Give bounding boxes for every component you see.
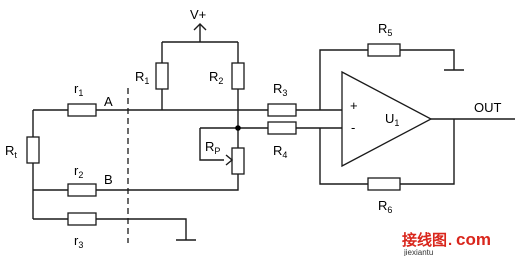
label-RP: RP — [205, 139, 220, 156]
resistor-R5 — [367, 43, 401, 57]
r5-right-lead — [400, 49, 455, 70]
resistor-r2-line — [67, 183, 97, 197]
label-r2-line: r2 — [74, 163, 83, 180]
label-r1-line: r1 — [74, 81, 83, 98]
rp-wiper-arrow — [225, 154, 234, 166]
resistor-R3 — [267, 103, 297, 117]
resistor-R6 — [367, 177, 401, 191]
label-output: OUT — [474, 100, 502, 115]
label-node-a: A — [104, 94, 113, 109]
potentiometer-RP — [231, 147, 245, 175]
watermark-site-dot: . — [448, 232, 452, 249]
label-rt: Rt — [5, 143, 17, 160]
resistor-r3-line — [67, 212, 97, 226]
watermark-logo: 接线图 . com jiexiantu — [402, 230, 491, 256]
rp-wiper-loop — [199, 128, 224, 161]
watermark-site-cn: 接线图 — [402, 231, 447, 249]
wires — [32, 24, 515, 240]
resistor-R1 — [155, 62, 169, 90]
label-R4: R4 — [273, 143, 287, 160]
r6-left-lead — [319, 128, 368, 185]
resistor-R2 — [231, 62, 245, 90]
label-minus-input: - — [351, 120, 355, 135]
label-R5: R5 — [378, 21, 392, 38]
label-node-b: B — [104, 172, 113, 187]
label-R2: R2 — [209, 69, 223, 86]
line-b-right — [96, 174, 239, 191]
label-plus-input: + — [350, 98, 358, 113]
resistor-R4 — [267, 121, 297, 135]
junction-dot — [235, 125, 241, 131]
watermark-site-com: com — [456, 230, 491, 249]
label-R6: R6 — [378, 198, 392, 215]
label-U1: U1 — [385, 111, 399, 128]
label-R3: R3 — [273, 81, 287, 98]
resistor-r1-line — [67, 103, 97, 117]
r6-right-lead — [400, 119, 455, 185]
r3-right — [96, 218, 187, 240]
label-supply: V+ — [190, 7, 206, 22]
label-R1: R1 — [135, 69, 149, 86]
label-r3-line: r3 — [74, 233, 83, 250]
op-amp-U1 — [341, 70, 433, 168]
r5-left-lead — [319, 49, 368, 110]
resistor-rt — [26, 136, 40, 164]
watermark-site-url: jiexiantu — [403, 248, 433, 256]
supply-arrow — [193, 23, 207, 31]
